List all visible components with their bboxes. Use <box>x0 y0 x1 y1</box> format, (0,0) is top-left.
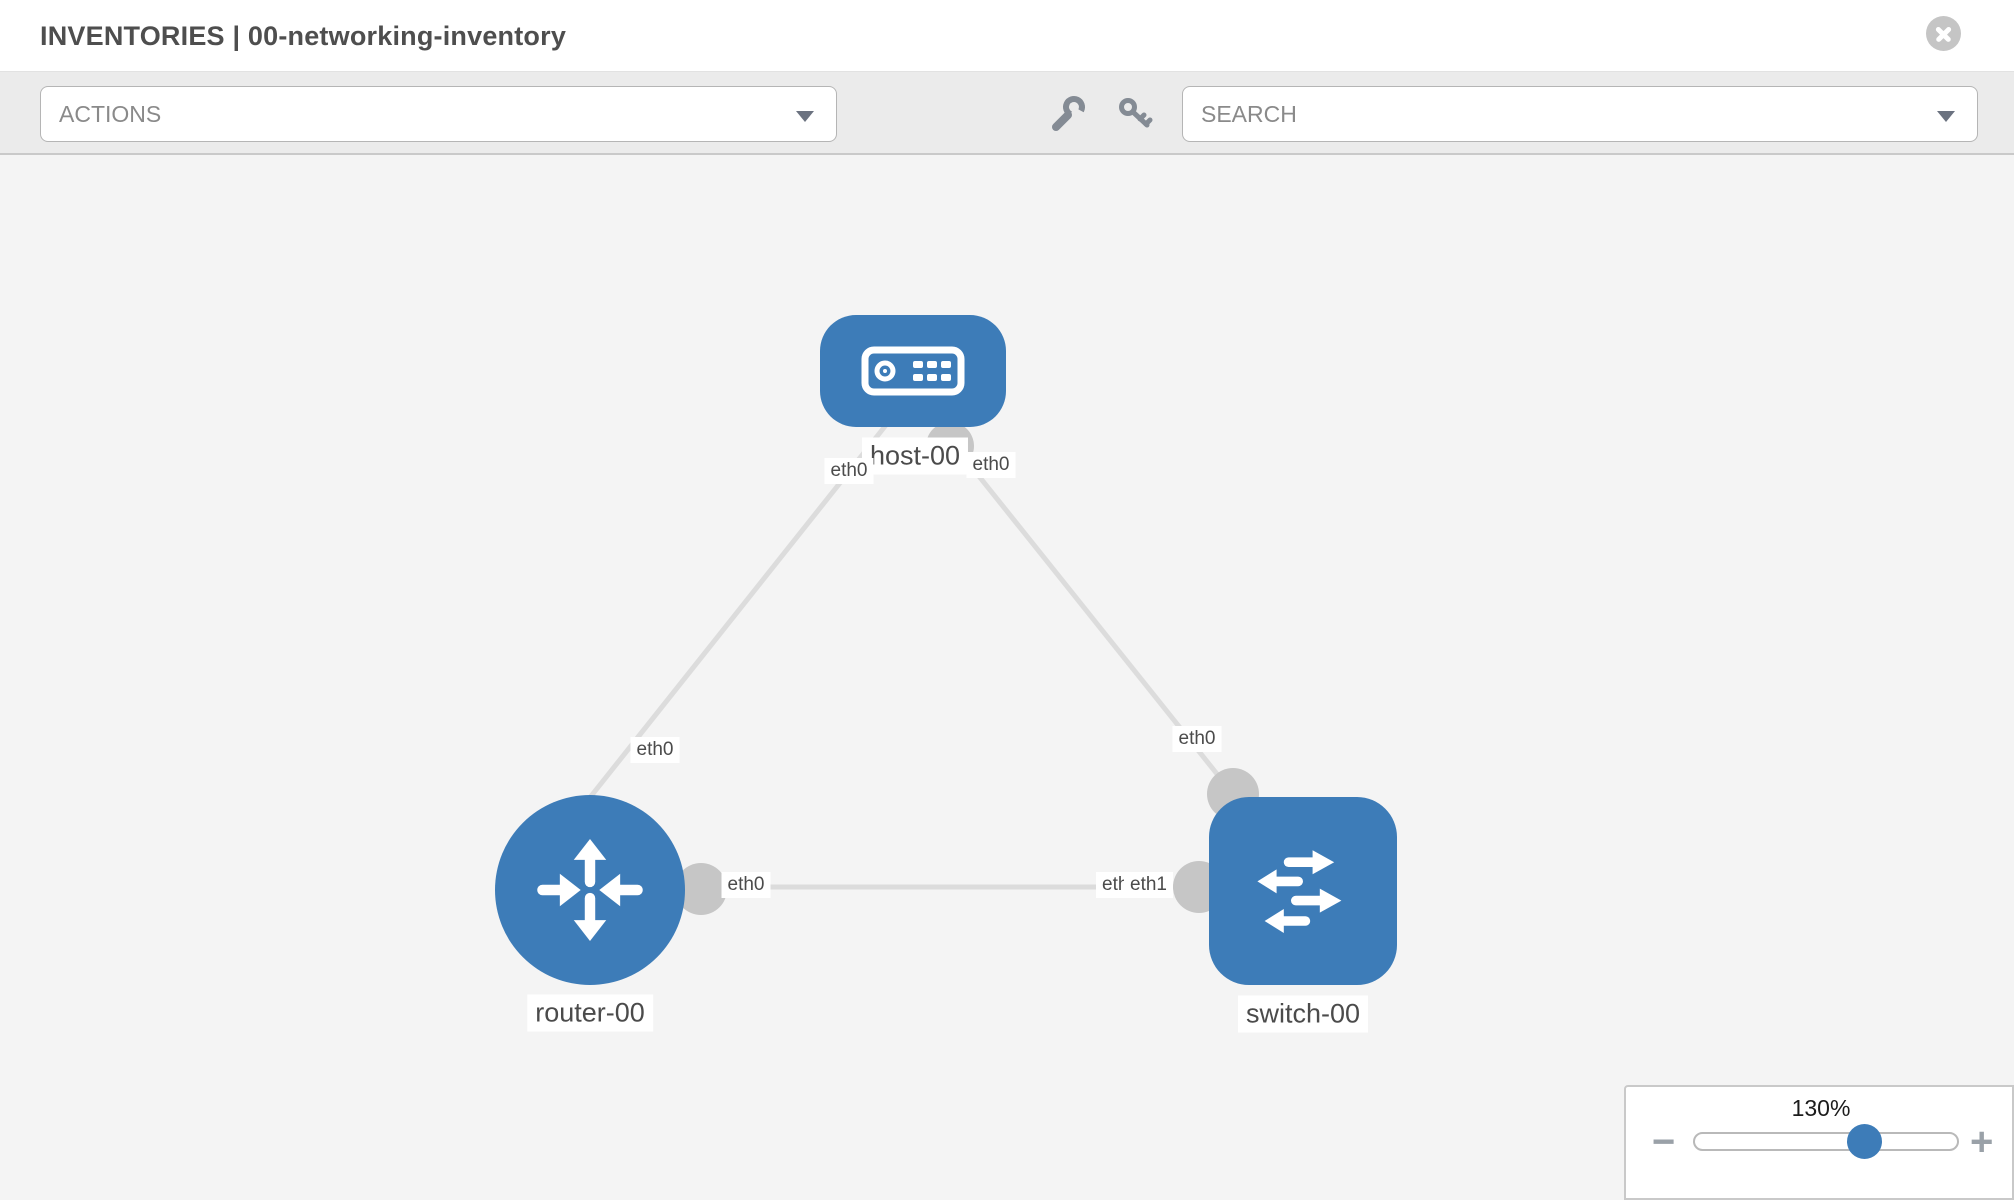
iface-label-host-eth0-left: eth0 <box>824 458 874 484</box>
zoom-slider-handle[interactable] <box>1847 1124 1882 1159</box>
page-title: INVENTORIES | 00-networking-inventory <box>40 20 567 51</box>
key-icon <box>1119 98 1153 128</box>
node-host-00[interactable] <box>820 315 1006 427</box>
iface-label-host-eth0-right: eth0 <box>966 452 1016 478</box>
port-connector-router[interactable] <box>675 863 727 915</box>
iface-label-router-uplink-eth0: eth0 <box>630 737 680 763</box>
server-icon <box>861 346 965 396</box>
actions-dropdown-label: ACTIONS <box>59 100 162 127</box>
panel-header: INVENTORIES | 00-networking-inventory <box>0 0 2014 72</box>
host-node-shape <box>820 315 1006 427</box>
zoom-control-panel: 130% − + <box>1624 1085 2014 1200</box>
node-router-00[interactable] <box>495 795 685 985</box>
switch-node-shape <box>1209 797 1397 985</box>
router-node-shape <box>495 795 685 985</box>
router-icon <box>537 838 643 942</box>
chevron-down-icon <box>796 111 814 122</box>
node-label-switch: switch-00 <box>1237 995 1369 1033</box>
close-button[interactable] <box>1926 16 1961 51</box>
switch-icon <box>1257 850 1342 933</box>
toolbar: ACTIONS <box>0 72 2014 155</box>
zoom-slider-track[interactable] <box>1693 1132 1959 1151</box>
node-label-host: host-00 <box>861 437 969 475</box>
topology-canvas[interactable]: host-00 router-00 switch-00 eth0 eth0 et… <box>0 155 2014 1200</box>
node-switch-00[interactable] <box>1209 797 1397 985</box>
iface-label-switch-uplink-eth0: eth0 <box>1172 726 1222 752</box>
actions-dropdown[interactable]: ACTIONS <box>40 86 837 142</box>
tools-button[interactable] <box>1048 94 1088 134</box>
node-label-router: router-00 <box>527 994 653 1032</box>
credentials-button[interactable] <box>1115 94 1155 134</box>
zoom-percent-value: 130% <box>1791 1095 1851 1121</box>
wrench-icon <box>1052 96 1085 131</box>
chevron-down-icon <box>1937 111 1955 122</box>
zoom-in-button[interactable]: + <box>1970 1120 1994 1164</box>
iface-label-router-eth0: eth0 <box>721 872 771 898</box>
search-input[interactable] <box>1183 100 1883 128</box>
iface-label-switch-eth1: eth1 <box>1124 872 1173 898</box>
zoom-out-button[interactable]: − <box>1652 1120 1676 1164</box>
search-field <box>1182 86 1978 142</box>
